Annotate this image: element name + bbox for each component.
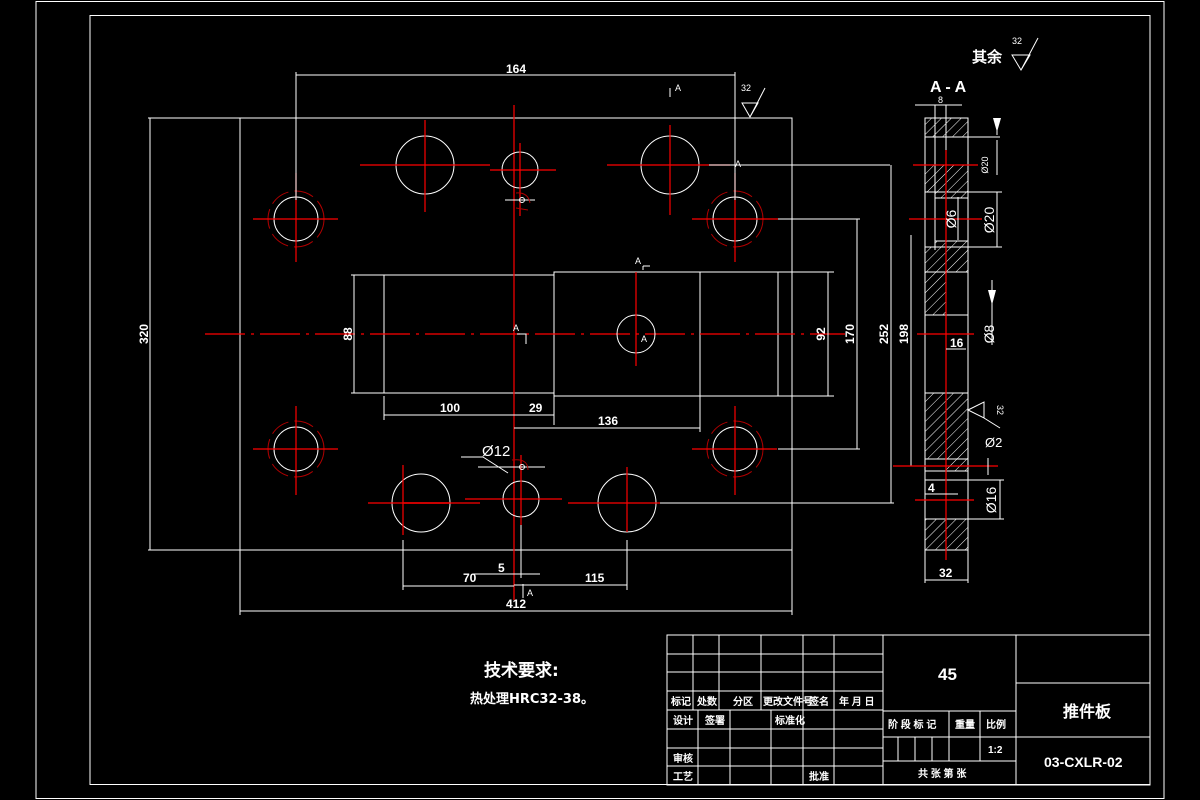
dimension-label: 4 — [928, 481, 935, 495]
dimension-label: 88 — [341, 327, 355, 341]
tech-requirements-line: 热处理HRC32-38。 — [470, 688, 594, 707]
dimension-label: 16 — [950, 336, 964, 350]
dimension-label: 分区 — [733, 695, 753, 708]
dimension-label: 推件板 — [1063, 702, 1112, 721]
dimension-label: Ø2 — [985, 435, 1002, 450]
hole-bottom-center — [465, 455, 562, 525]
dimension-label: 70 — [463, 571, 477, 585]
section-marks: A A A A A A — [513, 83, 741, 598]
dimension-label: 更改文件号 — [763, 695, 813, 708]
dimension-label: A — [527, 588, 533, 598]
dimension-label: 5 — [498, 561, 505, 575]
inner-border — [89, 15, 1151, 785]
dimension-label: 45 — [938, 665, 957, 684]
dimension-label: 设计 — [673, 714, 693, 727]
dimension-label: A - A — [930, 79, 967, 96]
dimension-label: 年 月 日 — [839, 695, 875, 708]
hole-cb-bottom-right — [692, 406, 777, 495]
general-roughness-note: 其余 32 — [972, 36, 1039, 71]
heat-treatment-note: 热处理HRC32-38。 — [470, 692, 595, 707]
outer-border — [35, 1, 1165, 799]
dimension-label: 136 — [598, 414, 618, 428]
plate-front-view: A A A A A A — [205, 83, 894, 600]
hole-pocket-center — [616, 272, 656, 366]
dimension-label: 阶 段 标 记 — [888, 718, 936, 731]
dimension-label: 处数 — [696, 695, 718, 708]
dimension-label: 03-CXLR-02 — [1044, 754, 1123, 770]
dimension-label: Ø12 — [482, 443, 510, 460]
dimension-label: 签署 — [704, 714, 725, 727]
dimension-label: 320 — [137, 324, 151, 344]
dimension-label: 32 — [995, 405, 1005, 415]
dimension-label: A — [635, 256, 641, 266]
dimension-label: 批准 — [809, 770, 829, 783]
dimension-label: 审核 — [673, 752, 693, 765]
dimension-label: 412 — [506, 597, 526, 611]
dimension-label: 比例 — [986, 718, 1006, 731]
dimension-label: 32 — [1012, 36, 1022, 46]
dimension-label: 签名 — [808, 695, 829, 708]
dimension-label: Ø16 — [983, 487, 999, 514]
hole-top-center — [490, 143, 556, 216]
dimension-label: Ø8 — [981, 324, 997, 343]
dimension-label: 标记 — [670, 695, 691, 708]
dimension-label: 1:2 — [988, 745, 1003, 756]
dimension-label: 198 — [897, 324, 911, 344]
dimension-label: Ø20 — [981, 207, 997, 234]
dimension-label: 重量 — [955, 718, 975, 731]
dimension-label: Ø6 — [943, 209, 959, 228]
dimension-label: 92 — [814, 327, 828, 341]
roughness-symbol-top: 32 — [741, 83, 766, 119]
dimension-label: 工艺 — [673, 770, 693, 783]
dimension-label: 8 — [938, 95, 943, 105]
section-view-a-a: A - A 8 Ø20 — [893, 79, 1005, 583]
title-block: 标记 处数 分区 更改文件号 签名 年 月 日 设计 签署 标准化 审核 工艺 … — [666, 634, 1151, 786]
dimension-label: 252 — [877, 324, 891, 344]
tech-requirements: 技术要求: — [484, 656, 559, 681]
dimension-label: 100 — [440, 401, 460, 415]
dimension-label: 其余 — [972, 48, 1003, 66]
dimension-label: 170 — [843, 324, 857, 344]
dimension-label: Ø20 — [980, 156, 990, 173]
dimension-label: 115 — [585, 571, 605, 585]
dimension-label: A — [675, 83, 681, 93]
dimension-label: 共 张 第 张 — [918, 767, 967, 780]
dimension-label: 29 — [529, 401, 543, 415]
hole-cb-bottom-left — [253, 406, 338, 495]
dimension-label: 标准化 — [774, 714, 805, 727]
dimension-label: A — [513, 323, 519, 333]
tech-requirements-title: 技术要求: — [484, 661, 559, 681]
dimensions-main: 164 320 88 92 170 252 198 100 29 — [137, 62, 920, 615]
dimension-label: 32 — [939, 566, 953, 580]
dimension-label: 32 — [741, 83, 751, 93]
dimension-label: A — [735, 159, 741, 169]
hole-bottom-right-large — [568, 467, 660, 533]
hole-bottom-left-large — [368, 465, 480, 535]
hole-top-left-large — [360, 120, 490, 212]
hole-top-right-large — [607, 125, 730, 215]
dimension-label: A — [641, 334, 647, 344]
dimension-label: 164 — [506, 62, 526, 76]
